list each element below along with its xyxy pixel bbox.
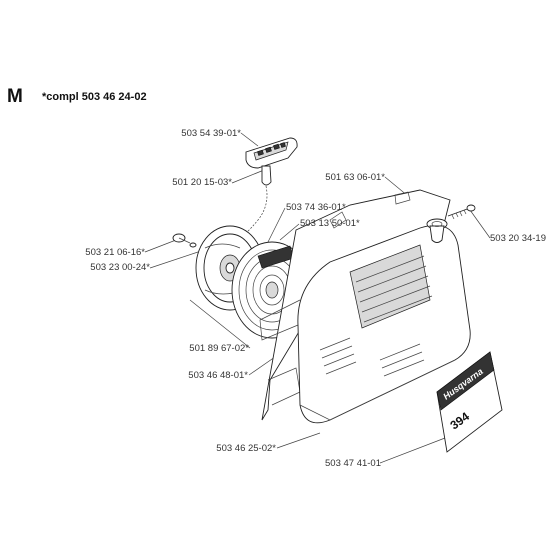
callout-screw-small: 503 21 06-16* xyxy=(85,247,145,258)
screw-right xyxy=(447,204,476,220)
screw-small xyxy=(172,233,197,248)
starter-cover xyxy=(297,224,471,424)
callout-washer: 503 23 00-24* xyxy=(90,262,150,273)
callout-pulley: 501 89 67-02* xyxy=(189,343,249,354)
callout-grommet: 501 63 06-01* xyxy=(325,172,385,183)
callout-spring: 503 74 36-01* xyxy=(286,202,346,213)
starter-handle xyxy=(245,137,298,186)
callout-cover: 503 46 25-02* xyxy=(216,443,276,454)
callout-rope: 501 20 15-03* xyxy=(172,177,232,188)
assembly-reference: *compl 503 46 24-02 xyxy=(42,91,147,103)
callout-decal: 503 47 41-01 xyxy=(325,458,381,469)
cover-vent-slots xyxy=(355,255,433,323)
callout-screw: 503 20 34-19 xyxy=(490,233,546,244)
model-decal: Husqvarna 394 xyxy=(436,351,503,453)
grommet xyxy=(426,218,448,243)
callout-starter-housing: 503 46 48-01* xyxy=(188,370,248,381)
callout-spring-cassette: 503 13 50-01* xyxy=(300,218,360,229)
cover-lower-vents xyxy=(319,337,425,377)
callout-handle: 503 54 39-01* xyxy=(181,128,241,139)
starter-rope xyxy=(235,185,268,241)
section-letter: M xyxy=(7,86,23,107)
